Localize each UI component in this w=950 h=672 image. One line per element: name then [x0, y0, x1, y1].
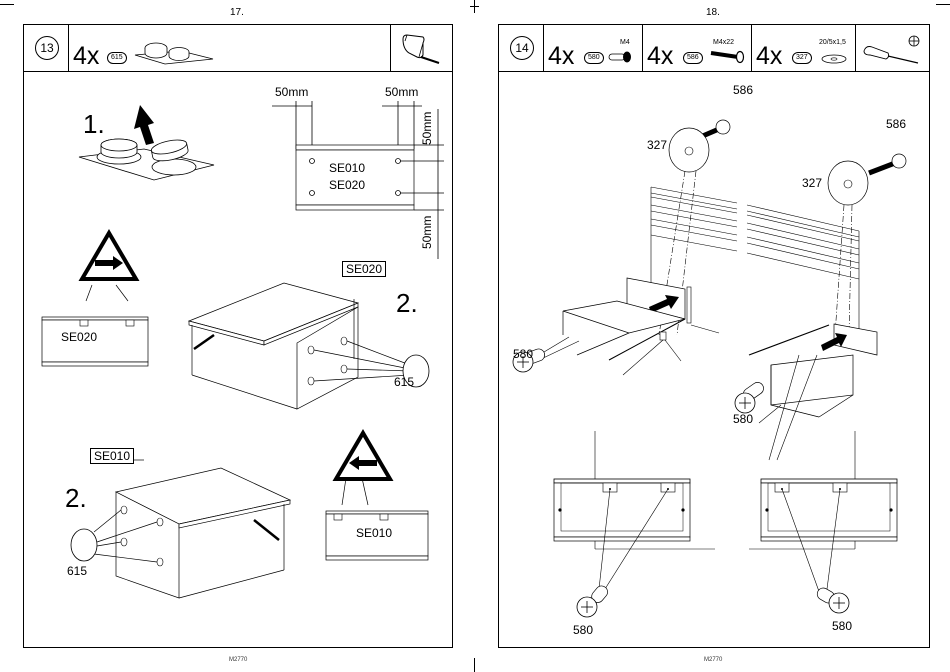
step-header: 13 4x 615 — [24, 25, 452, 72]
page-number: 18. — [706, 7, 720, 18]
part-quantity: 4x — [73, 42, 100, 70]
step-14-panel: 14 4x 580 M4 4x 586 M4x22 4x 327 20/5x1,… — [498, 24, 930, 648]
dimension-label: 50mm — [420, 111, 434, 145]
stage-label: 1. — [83, 109, 105, 139]
part-callout-580: 580 — [832, 619, 853, 633]
footer-code: M2770 — [704, 657, 723, 663]
lift-arrow-icon — [134, 105, 154, 145]
part-callout: 615 — [394, 375, 415, 389]
part-spec: 20/5x1,5 — [819, 39, 846, 46]
warning-triangle-right — [78, 229, 140, 281]
tool-cell — [856, 25, 929, 71]
long-bolt-icon — [710, 50, 745, 64]
part-spec: M4 — [620, 39, 630, 46]
part-callout-586: 586 — [733, 83, 754, 97]
crop-mark — [474, 658, 475, 672]
push-arrow-icon — [821, 333, 847, 351]
part-label-box: SE020 — [342, 261, 387, 277]
panel-label: SE010 — [329, 161, 366, 175]
slat-panel-left — [650, 186, 738, 295]
stage-label: 2. — [65, 483, 87, 513]
felt-pad-position-diagram — [272, 101, 444, 259]
tape-measure-icon — [402, 34, 440, 64]
part-id-badge: 580 — [584, 52, 604, 64]
arrow-left-icon — [349, 456, 377, 470]
part-id-badge: 327 — [792, 52, 812, 64]
crop-mark — [470, 6, 479, 7]
dimension-label: 50mm — [420, 215, 434, 249]
warning-triangle-left — [332, 429, 394, 481]
push-arrow-icon — [649, 295, 679, 313]
parts-cell: 4x 615 — [69, 25, 391, 71]
panel-label: SE020 — [329, 178, 366, 192]
wall-mount-illustration — [512, 119, 907, 461]
front-view-label: SE010 — [356, 526, 393, 540]
part-callout-580: 580 — [733, 412, 754, 426]
part-quantity: 4x — [647, 42, 674, 70]
front-view-se020 — [41, 284, 149, 367]
dimension-label: 50mm — [385, 85, 419, 99]
bolt-586-right — [868, 160, 896, 176]
footer-code: M2770 — [229, 657, 248, 663]
part-callout-580: 580 — [513, 347, 534, 361]
front-view-label: SE020 — [61, 330, 98, 344]
step-13-panel: 13 4x 615 1. — [23, 24, 453, 648]
parts-cell-327: 4x 327 20/5x1,5 — [752, 25, 856, 71]
short-screw-icon — [608, 51, 631, 63]
cabinet-se020-illustration — [187, 282, 430, 410]
step-number: 14 — [510, 36, 534, 60]
parts-cell-580: 4x 580 M4 — [544, 25, 643, 71]
front-view-se010 — [325, 477, 429, 561]
stage-label: 2. — [396, 288, 418, 318]
arrow-right-icon — [95, 256, 123, 270]
front-view-mounted — [553, 431, 898, 618]
washer-icon — [821, 54, 847, 64]
tool-cell — [391, 25, 452, 71]
page-number: 17. — [230, 7, 244, 18]
step-number: 13 — [35, 36, 59, 60]
crop-mark — [936, 4, 950, 5]
part-callout-586: 586 — [886, 117, 907, 131]
slat-panel-right — [746, 204, 860, 345]
part-quantity: 4x — [756, 42, 783, 70]
part-quantity: 4x — [548, 42, 575, 70]
part-callout-327: 327 — [647, 138, 668, 152]
crop-mark — [0, 4, 14, 5]
cabinet-se010-illustration — [70, 459, 292, 599]
part-id-badge: 586 — [683, 52, 703, 64]
step-number-cell: 13 — [24, 25, 69, 71]
parts-cell-586: 4x 586 M4x22 — [643, 25, 752, 71]
screw-580-right-mid — [734, 382, 764, 414]
phillips-screwdriver-icon — [863, 35, 920, 64]
step-number-cell: 14 — [499, 25, 544, 71]
part-id-badge: 615 — [107, 52, 127, 64]
part-callout: 615 — [67, 564, 88, 578]
part-label-box: SE010 — [90, 448, 135, 464]
part-spec: M4x22 — [713, 39, 735, 46]
part-callout-580: 580 — [573, 623, 594, 637]
part-callout-327: 327 — [802, 176, 823, 190]
dimension-label: 50mm — [275, 85, 309, 99]
step-header: 14 4x 580 M4 4x 586 M4x22 4x 327 20/5x1,… — [499, 25, 929, 72]
felt-pad-sheet-icon — [134, 42, 214, 65]
peel-felt-pad-illustration — [78, 105, 215, 181]
